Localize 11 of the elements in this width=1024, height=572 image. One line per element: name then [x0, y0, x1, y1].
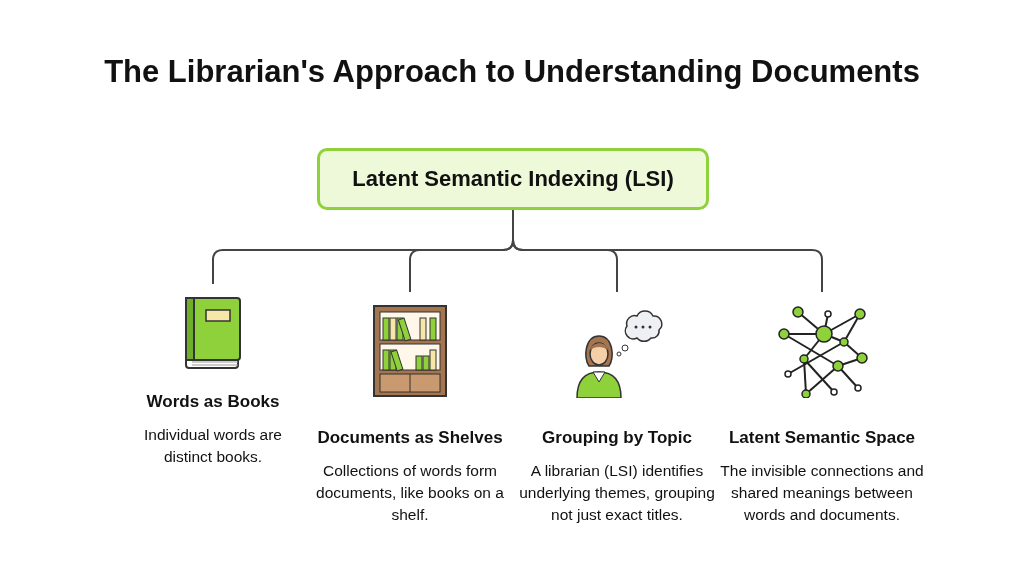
concept-description: A librarian (LSI) identifies underlying themes, grouping not just exact titles.	[518, 461, 716, 525]
concept-description: Collections of words form documents, like books on a shelf.	[315, 461, 505, 525]
concept-description: Individual words are distinct books.	[143, 425, 283, 467]
concept-heading: Latent Semantic Space	[728, 428, 916, 448]
concept-heading: Documents as Shelves	[317, 428, 503, 448]
concept-heading: Grouping by Topic	[542, 428, 692, 448]
root-title: Latent Semantic Indexing (LSI)	[352, 166, 674, 192]
title: The Librarian's Approach to Understanding Documents	[103, 54, 921, 90]
root-box	[317, 148, 709, 210]
concept-description: The invisible connections and shared meanings between words and documents.	[719, 461, 925, 525]
concept-heading: Words as Books	[146, 392, 280, 412]
